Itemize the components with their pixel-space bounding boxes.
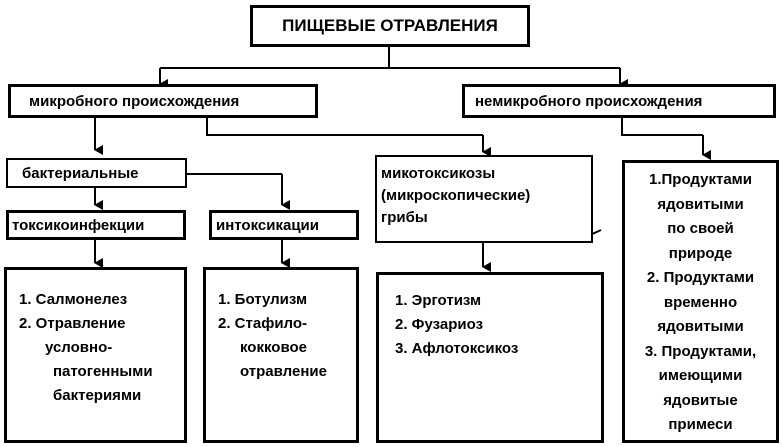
- connector-title-branch: [160, 47, 620, 69]
- toxicoinfections-label: токсикоинфекции: [12, 217, 145, 234]
- list-item: по своей: [667, 220, 734, 237]
- myco-label-line: грибы: [381, 209, 428, 226]
- myco-label-line: микотоксикозы: [381, 165, 496, 182]
- mycotoxicoses-list-box: 1. Эрготизм 2. Фузариоз 3. Афлотоксикоз: [376, 272, 604, 443]
- list-item: кокковое: [240, 339, 307, 356]
- list-item: 1. Салмонелез: [19, 291, 128, 308]
- non-microbial-label: немикробного происхождения: [475, 93, 703, 110]
- title-box: ПИЩЕВЫЕ ОТРАВЛЕНИЯ: [250, 5, 530, 47]
- mycotoxicoses-list: 1. Эрготизм 2. Фузариоз 3. Афлотоксикоз: [395, 289, 518, 361]
- list-item: 2. Стафило-: [218, 315, 308, 332]
- myco-label-line: (микроскопические): [381, 187, 531, 204]
- list-item: условно-: [45, 339, 113, 356]
- intoxications-box: интоксикации: [209, 210, 359, 240]
- intoxications-label: интоксикации: [216, 217, 319, 234]
- toxicoinfection-list: 1. Салмонелез 2. Отравление условно- пат…: [19, 288, 153, 408]
- mycotoxicoses-box: микотоксикозы (микроскопические) грибы: [375, 155, 593, 243]
- list-item: 3. Афлотоксикоз: [395, 340, 519, 357]
- intoxication-list: 1. Ботулизм 2. Стафило- кокковое отравле…: [218, 288, 327, 384]
- list-item: 2. Фузариоз: [395, 316, 484, 333]
- mycotoxicoses-label: микотоксикозы (микроскопические) грибы: [381, 163, 530, 229]
- list-item: 2. Продуктами: [646, 269, 755, 286]
- toxicoinfection-list-box: 1. Салмонелез 2. Отравление условно- пат…: [4, 267, 187, 443]
- list-item: 2. Отравление: [19, 315, 126, 332]
- non-microbial-list: 1.Продуктами ядовитыми по своей природе …: [625, 168, 776, 438]
- connector-microbial-myco: [206, 118, 483, 136]
- list-item: природе: [668, 244, 733, 262]
- list-item: имеющими: [658, 367, 743, 384]
- list-item: 3. Продуктами,: [644, 342, 757, 360]
- list-item: 1.Продуктами: [649, 171, 752, 188]
- list-item: 1. Ботулизм: [218, 291, 308, 308]
- intoxication-list-box: 1. Ботулизм 2. Стафило- кокковое отравле…: [203, 267, 359, 443]
- non-microbial-box: немикробного происхождения: [462, 84, 776, 118]
- list-item: примеси: [668, 416, 733, 433]
- microbial-label: микробного происхождения: [29, 93, 240, 110]
- list-item: 1. Эрготизм: [395, 292, 482, 309]
- microbial-box: микробного происхождения: [8, 84, 318, 118]
- list-item: ядовитыми: [657, 318, 744, 335]
- list-item: отравление: [240, 363, 327, 380]
- toxicoinfections-box: токсикоинфекции: [6, 210, 186, 240]
- list-item: временно: [663, 293, 738, 311]
- diagram-title: ПИЩЕВЫЕ ОТРАВЛЕНИЯ: [282, 16, 498, 35]
- list-item: ядовитые: [663, 391, 738, 409]
- non-microbial-list-box: 1.Продуктами ядовитыми по своей природе …: [622, 160, 779, 443]
- connector-nonmicro: [621, 118, 703, 136]
- bacterial-label: бактериальные: [22, 165, 139, 182]
- bacterial-box: бактериальные: [6, 158, 187, 188]
- list-item: бактериями: [53, 387, 142, 404]
- list-item: ядовитыми: [657, 195, 744, 213]
- list-item: патогенными: [53, 363, 153, 380]
